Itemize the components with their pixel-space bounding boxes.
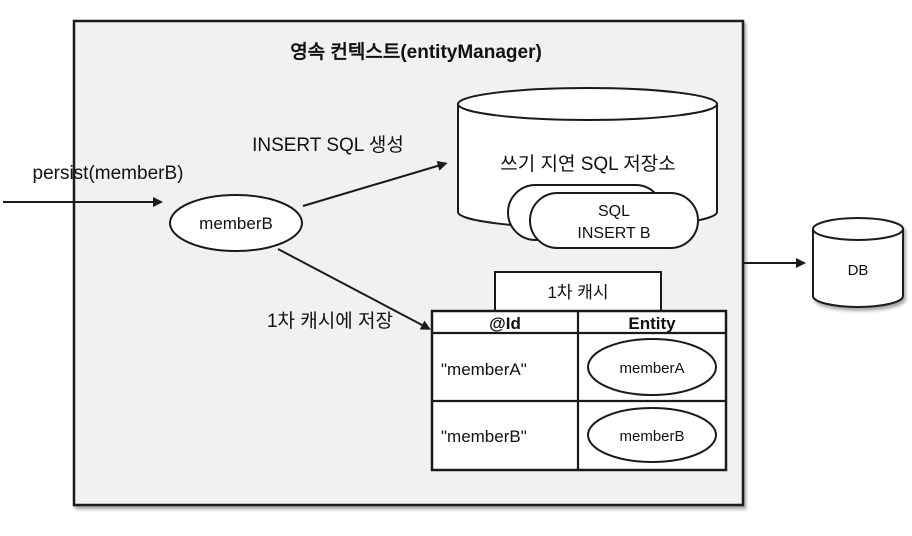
- memberB-entity-label: memberB: [199, 214, 273, 233]
- sql-card-line2: INSERT B: [577, 225, 650, 242]
- db-cylinder-body: [812, 228, 904, 308]
- table-row-memberB: "memberB" memberB: [441, 407, 717, 463]
- sql-card-line1: SQL: [598, 203, 630, 220]
- db-cylinder: DB: [812, 217, 904, 308]
- column-header-id: @Id: [489, 314, 521, 333]
- sql-store-title: 쓰기 지연 SQL 저장소: [500, 153, 676, 175]
- persistence-context-title: 영속 컨텍스트(entityManager): [290, 41, 542, 63]
- db-cylinder-top: [812, 217, 904, 241]
- insert-sql-label: INSERT SQL 생성: [252, 134, 404, 156]
- first-cache-title: 1차 캐시: [547, 283, 608, 302]
- first-cache-save-label: 1차 캐시에 저장: [267, 310, 393, 332]
- sql-card-front: [529, 192, 699, 249]
- memberB-entity-ellipse: [169, 194, 303, 252]
- persist-call-label: persist(memberB): [33, 163, 184, 184]
- row-memberA-entity-label: memberA: [619, 360, 684, 377]
- insert-sql-arrow: [302, 160, 448, 207]
- column-header-entity: Entity: [628, 314, 676, 333]
- row-memberB-id: "memberB": [441, 427, 527, 446]
- sql-store-cylinder: 쓰기 지연 SQL 저장소 SQL INSERT B: [457, 87, 718, 249]
- row-memberA-entity-ellipse: [587, 338, 717, 396]
- row-memberB-entity-ellipse: [587, 407, 717, 463]
- first-cache-table: @Id Entity "memberA" memberA "memberB" m…: [430, 309, 728, 472]
- row-memberA-id: "memberA": [441, 360, 527, 379]
- table-row-memberA: "memberA" memberA: [441, 338, 717, 396]
- sql-store-cylinder-top: [457, 87, 718, 121]
- db-label: DB: [848, 262, 869, 279]
- row-memberB-entity-label: memberB: [619, 428, 684, 445]
- first-cache-arrow: [277, 248, 431, 330]
